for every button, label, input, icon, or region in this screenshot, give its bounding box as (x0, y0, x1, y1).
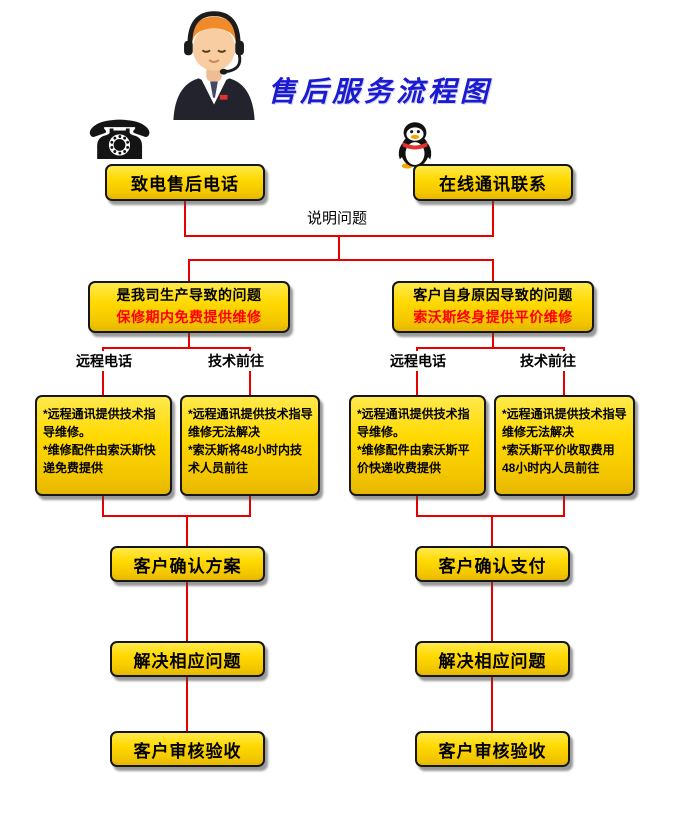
branch-label-remote-left: 远程电话 (74, 351, 134, 371)
connector-line (416, 495, 418, 516)
detail-line: *索沃斯将48小时内技术人员前往 (188, 443, 303, 475)
connector-line (492, 333, 494, 348)
connector-line (102, 495, 104, 516)
merge-label: 说明问题 (304, 207, 371, 228)
connector-line (416, 349, 418, 396)
connector-line (186, 582, 188, 641)
connector-line (188, 333, 190, 348)
detail-line: *远程通讯提供技术指导维修无法解决 (502, 407, 627, 439)
connector-line (249, 495, 251, 516)
connector-line (184, 235, 494, 237)
start-node-call: 致电售后电话 (105, 164, 265, 201)
page-title: 售后服务流程图 (268, 77, 493, 108)
connector-line (102, 349, 104, 396)
step-acceptance-left: 客户审核验收 (110, 731, 265, 767)
connector-line (491, 582, 493, 641)
telephone-icon: ☎ (86, 109, 154, 172)
step-confirm-payment: 客户确认支付 (415, 546, 570, 582)
customer-service-agent-illustration (156, 4, 272, 120)
condition-highlight: 索沃斯终身提供平价维修 (413, 309, 573, 325)
condition-text: 是我司生产导致的问题 (116, 287, 262, 304)
branch-label-remote-right: 远程电话 (388, 351, 448, 371)
branch-label-onsite-left: 技术前往 (206, 351, 266, 371)
connector-line (491, 517, 493, 546)
step-resolve-left: 解决相应问题 (110, 641, 265, 677)
detail-box-remote-free: *远程通讯提供技术指导维修。 *维修配件由索沃斯快递免费提供 (35, 395, 172, 496)
detail-line: *远程通讯提供技术指导维修。 (357, 407, 470, 439)
connector-line (491, 677, 493, 731)
branch-label-onsite-right: 技术前往 (518, 351, 578, 371)
connector-line (188, 259, 494, 261)
detail-box-remote-paid: *远程通讯提供技术指导维修。 *维修配件由索沃斯平价快递收费提供 (349, 395, 486, 496)
connector-line (416, 347, 565, 349)
condition-text: 客户自身原因导致的问题 (413, 287, 573, 304)
detail-line: *远程通讯提供技术指导维修无法解决 (188, 407, 313, 439)
start-node-online: 在线通讯联系 (413, 164, 573, 201)
detail-box-onsite-free: *远程通讯提供技术指导维修无法解决 *索沃斯将48小时内技术人员前往 (180, 395, 320, 496)
connector-line (102, 515, 251, 517)
connector-line (563, 495, 565, 516)
step-acceptance-right: 客户审核验收 (415, 731, 570, 767)
step-confirm-plan: 客户确认方案 (110, 546, 265, 582)
detail-box-onsite-paid: *远程通讯提供技术指导维修无法解决 *索沃斯平价收取费用48小时内人员前往 (494, 395, 635, 496)
connector-line (102, 347, 251, 349)
condition-box-customer-fault: 客户自身原因导致的问题 索沃斯终身提供平价维修 (392, 281, 594, 333)
condition-highlight: 保修期内免费提供维修 (116, 309, 262, 325)
detail-line: *维修配件由索沃斯平价快递收费提供 (357, 443, 470, 475)
condition-box-company-fault: 是我司生产导致的问题 保修期内免费提供维修 (88, 281, 290, 333)
connector-line (416, 515, 565, 517)
connector-line (186, 677, 188, 731)
connector-line (338, 237, 340, 260)
detail-line: *维修配件由索沃斯快递免费提供 (43, 443, 156, 475)
connector-line (249, 349, 251, 396)
connector-line (188, 261, 190, 282)
detail-line: *索沃斯平价收取费用48小时内人员前往 (502, 443, 615, 475)
step-resolve-right: 解决相应问题 (415, 641, 570, 677)
connector-line (184, 201, 186, 237)
detail-line: *远程通讯提供技术指导维修。 (43, 407, 156, 439)
connector-line (186, 517, 188, 546)
agent-icon (173, 11, 255, 120)
qq-penguin-icon (396, 120, 434, 170)
connector-line (492, 201, 494, 237)
connector-line (563, 349, 565, 396)
connector-line (492, 261, 494, 282)
qq-icon (398, 122, 432, 169)
